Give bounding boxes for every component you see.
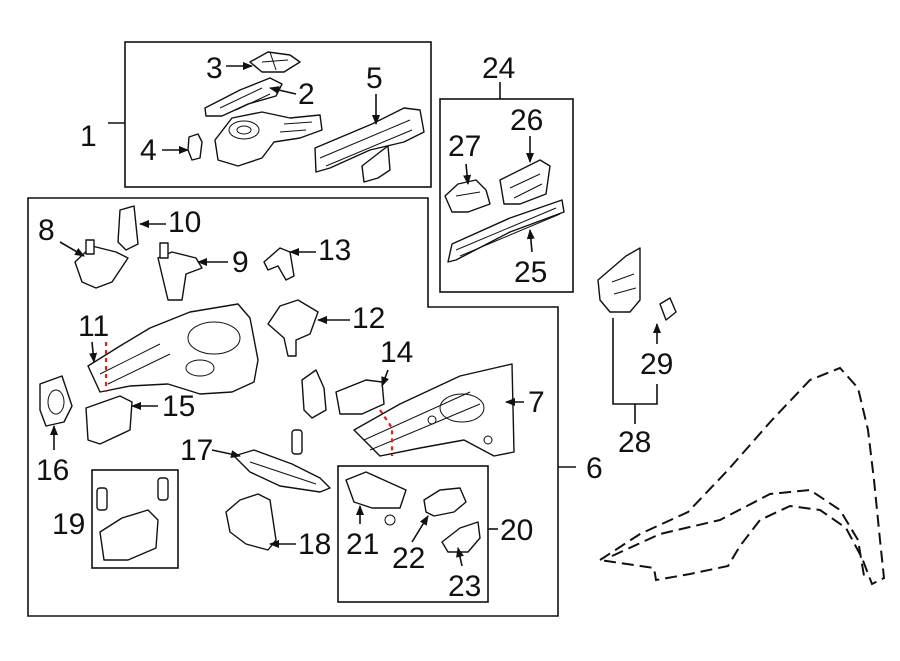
part-10-bracket: [117, 205, 139, 251]
group-box-1: [124, 41, 432, 188]
part-27-bracket: [444, 179, 491, 213]
callout-28: 28: [618, 426, 651, 459]
callout-7: 7: [528, 386, 545, 419]
group-box-19: [91, 469, 179, 569]
part-6-pin: [291, 429, 303, 455]
callout-17: 17: [180, 434, 213, 467]
part-13-bracket: [263, 247, 295, 281]
callout-29: 29: [640, 348, 673, 381]
callout-13: 13: [318, 234, 351, 267]
part-18-panel: [225, 493, 277, 551]
part-16-plate: [39, 375, 73, 427]
part-4-small-bracket: [187, 133, 203, 161]
part-22-bracket: [423, 487, 467, 517]
part-7-side-member: [353, 363, 515, 457]
part-21-bracket: [345, 471, 407, 509]
part-12-bracket: [267, 299, 319, 357]
callout-4: 4: [140, 134, 157, 167]
part-3-bracket: [249, 51, 301, 73]
callout-24: 24: [482, 52, 515, 85]
group-box-6: [27, 197, 559, 617]
part-5-side-member: [314, 107, 425, 183]
part-17-reinforcement: [233, 449, 331, 493]
callout-3: 3: [206, 52, 223, 85]
part-8-mount: [74, 239, 129, 289]
callout-26: 26: [510, 104, 543, 137]
part-14-bracket: [335, 379, 385, 415]
callout-19: 19: [52, 508, 85, 541]
part-1-strut-tower: [214, 111, 323, 167]
part-21-nut: [384, 514, 396, 526]
callout-6: 6: [586, 452, 603, 485]
callout-12: 12: [352, 302, 385, 335]
group-box-20: [337, 465, 489, 603]
part-29-clip: [659, 297, 677, 321]
callout-20: 20: [500, 514, 533, 547]
part-28-bracket: [597, 247, 641, 313]
part-25-rail: [447, 199, 565, 263]
callout-15: 15: [162, 390, 195, 423]
part-26-reinforcement: [499, 159, 551, 205]
part-2-apron-panel: [204, 77, 283, 117]
callout-1: 1: [80, 120, 97, 153]
cut-line-7: [379, 409, 394, 456]
part-9-mount: [157, 242, 203, 301]
callout-23: 23: [448, 570, 481, 603]
callout-10: 10: [168, 206, 201, 239]
part-23-plate: [441, 521, 481, 553]
callout-25: 25: [514, 256, 547, 289]
group-box-24: [439, 98, 574, 293]
callout-2: 2: [298, 78, 315, 111]
callout-8: 8: [38, 214, 55, 247]
part-6-small-piece: [301, 369, 327, 419]
leader-arrows: [50, 62, 661, 567]
callout-16: 16: [36, 454, 69, 487]
part-15-bracket: [85, 395, 133, 445]
callout-11: 11: [78, 310, 109, 343]
fender-outline: [597, 366, 886, 586]
bracket-28: [612, 318, 658, 424]
callout-9: 9: [232, 246, 249, 279]
callout-5: 5: [366, 62, 383, 95]
callout-22: 22: [392, 542, 425, 575]
part-11-apron: [87, 303, 259, 395]
callout-21: 21: [346, 528, 379, 561]
callout-18: 18: [298, 528, 331, 561]
callout-27: 27: [448, 130, 481, 163]
part-19-support: [96, 477, 169, 561]
callout-14: 14: [380, 336, 413, 369]
